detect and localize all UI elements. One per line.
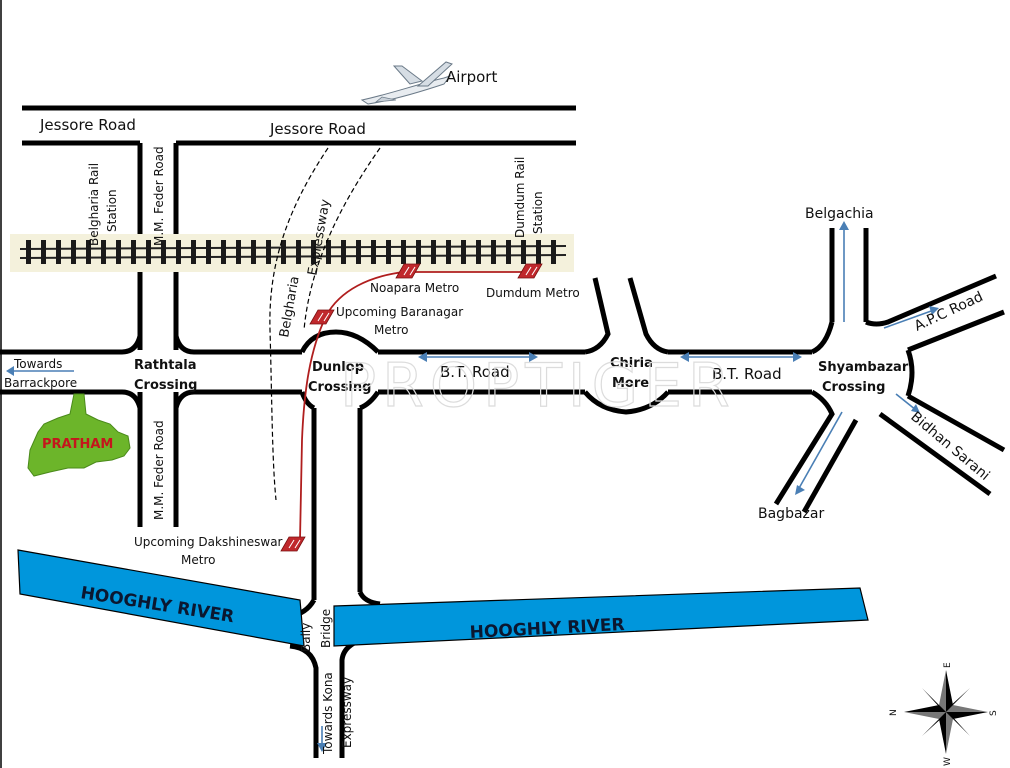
rail-tie — [191, 240, 196, 264]
rail-tie — [221, 240, 226, 264]
belgharia-expressway — [269, 147, 381, 501]
rail-tie — [146, 240, 151, 264]
compass-e-label: E — [943, 662, 953, 668]
noapara-metro-icon — [395, 263, 421, 279]
rail-tie — [356, 240, 361, 264]
upcoming-baranagar-metro-icon — [309, 309, 335, 325]
belgachia-label: Belgachia — [805, 206, 874, 222]
noapara-metro-label: Noapara Metro — [370, 281, 459, 295]
rail-tie — [26, 240, 31, 264]
dumdum-metro-icon — [517, 263, 543, 279]
airplane-icon — [360, 61, 453, 105]
dumdum-rail-station-label: Dumdum Rail Station — [513, 153, 545, 238]
shyambazar-crossing-label: Shyambazar Crossing — [818, 360, 913, 395]
rail-tie — [296, 240, 301, 264]
compass-n-label: N — [889, 709, 899, 716]
dunlop-crossing-label: Dunlop Crossing — [308, 360, 371, 395]
rail-tie — [281, 240, 286, 264]
hooghly-river — [17, 549, 869, 647]
bagbazar-label: Bagbazar — [758, 506, 824, 522]
chiria-more-label: Chiria More — [610, 356, 657, 391]
rail-tie — [116, 240, 121, 264]
rail-tie — [266, 240, 271, 264]
compass-rose-icon — [904, 670, 988, 754]
jessore-road-label-right: Jessore Road — [269, 120, 366, 138]
rail-tie — [416, 240, 421, 264]
bt-road — [0, 349, 812, 395]
bally-bridge-label: Bally Bridge — [299, 609, 333, 652]
direction-arrows — [6, 221, 939, 752]
rail-tie — [386, 240, 391, 264]
rail-tie — [251, 240, 256, 264]
rail-tie — [101, 240, 106, 264]
mm-feder-road-label-bottom: M.M. Feder Road — [152, 420, 166, 520]
rail-tie — [536, 240, 541, 264]
project-location-icon — [27, 393, 131, 477]
rail-tie — [491, 240, 496, 264]
towards-kona-expressway-label: Towards Kona Expressway — [321, 668, 354, 755]
upcoming-baranagar-metro-label: Upcoming Baranagar Metro — [336, 305, 467, 337]
rail-tie — [341, 240, 346, 264]
rail-tie — [551, 240, 556, 264]
upcoming-dakshineswar-metro-label: Upcoming Dakshineswar Metro — [134, 535, 286, 567]
airport-label: Airport — [446, 68, 497, 86]
rathtala-crossing — [121, 335, 195, 409]
rail-tie — [461, 240, 466, 264]
project-name-label: PRATHAM — [42, 437, 113, 452]
rail-tie — [326, 240, 331, 264]
rail-tie — [236, 240, 241, 264]
rail-tie — [476, 240, 481, 264]
rail-tie — [521, 240, 526, 264]
shyambazar-crossing — [773, 228, 1006, 514]
rail-tie — [371, 240, 376, 264]
rail-tie — [71, 240, 76, 264]
rail-tie — [431, 240, 436, 264]
chiria-more — [583, 277, 670, 415]
rail-tie — [176, 240, 181, 264]
jessore-road — [22, 105, 576, 146]
rail-tie — [161, 240, 166, 264]
rail-tie — [56, 240, 61, 264]
dumdum-metro-label: Dumdum Metro — [486, 286, 580, 300]
rail-tie — [401, 240, 406, 264]
compass-w-label: W — [943, 757, 953, 766]
mm-feder-road-label-top: M.M. Feder Road — [152, 146, 166, 246]
rail-tie — [311, 240, 316, 264]
rail-tie — [446, 240, 451, 264]
compass-s-label: S — [989, 710, 999, 716]
railway-line — [10, 234, 574, 272]
bt-road-label-2: B.T. Road — [712, 365, 782, 383]
rathtala-crossing-label: Rathtala Crossing — [134, 358, 201, 393]
upcoming-dakshineswar-metro-icon — [280, 536, 306, 552]
belgharia-rail-station-label: Belgharia Rail Station — [87, 159, 119, 246]
rail-tie — [131, 240, 136, 264]
watermark: PROPTIGER — [340, 351, 736, 421]
rail-tie — [506, 240, 511, 264]
bt-road-label-1: B.T. Road — [440, 363, 510, 381]
rail-tie — [86, 240, 91, 264]
jessore-road-label-left: Jessore Road — [39, 116, 136, 134]
rail-tie — [206, 240, 211, 264]
rail-tie — [41, 240, 46, 264]
towards-barrackpore-label: Towards Barrackpore — [4, 357, 77, 390]
